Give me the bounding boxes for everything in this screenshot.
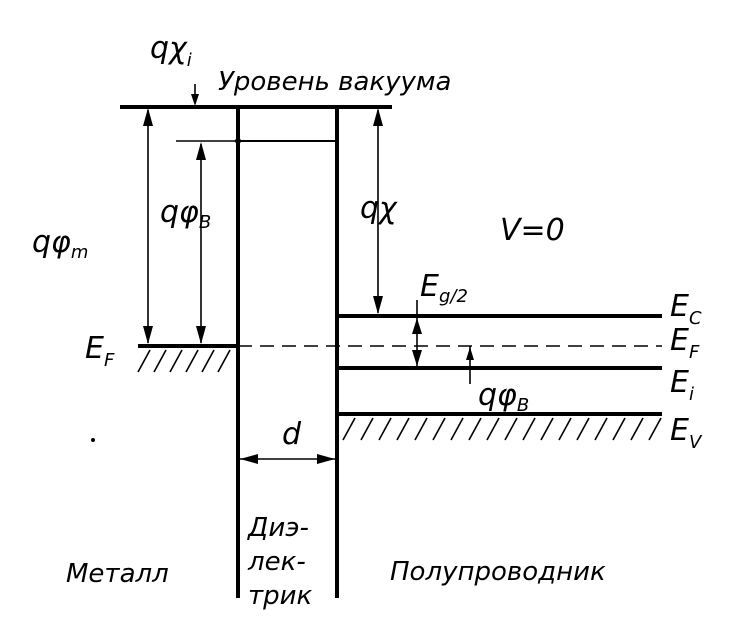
eg-half-arrow [412, 300, 422, 366]
q-chi-i-arrow [191, 84, 199, 106]
ev-label: EV [670, 413, 703, 453]
q-phi-m-arrow [143, 108, 153, 344]
thickness-d-arrow [240, 454, 335, 464]
ef-right-label: EF [670, 323, 700, 363]
dielectric-label-line-3: трик [248, 581, 313, 611]
metal-hatching [137, 349, 231, 373]
q-chi-label: qχ [360, 191, 398, 226]
dielectric-label-line-2: лек- [247, 547, 306, 577]
dielectric-label-line-1: Диэ- [247, 513, 309, 543]
v-zero-label: V=0 [500, 213, 565, 248]
stray-dot [91, 438, 95, 442]
ec-label: EC [670, 289, 702, 329]
thickness-d-label: d [282, 417, 302, 452]
q-phi-m-label: qφm [32, 225, 88, 263]
q-chi-arrow [373, 108, 383, 314]
semiconductor-hatching [342, 417, 662, 441]
semiconductor-label: Полупроводник [390, 557, 606, 587]
q-phi-b-label: qφB [160, 195, 211, 233]
metal-fermi-label: EF [85, 331, 115, 371]
eg-half-label: Eg/2 [420, 269, 468, 307]
q-phi-b-arrow [196, 142, 206, 344]
ei-label: Ei [670, 365, 694, 405]
vacuum-level-label: Уровень вакуума [218, 67, 451, 97]
q-chi-i-label: qχi [150, 31, 192, 71]
metal-label: Металл [66, 559, 169, 589]
q-phi-b-small-label: qφB [478, 378, 529, 416]
q-phi-b-small-arrow [466, 346, 474, 384]
